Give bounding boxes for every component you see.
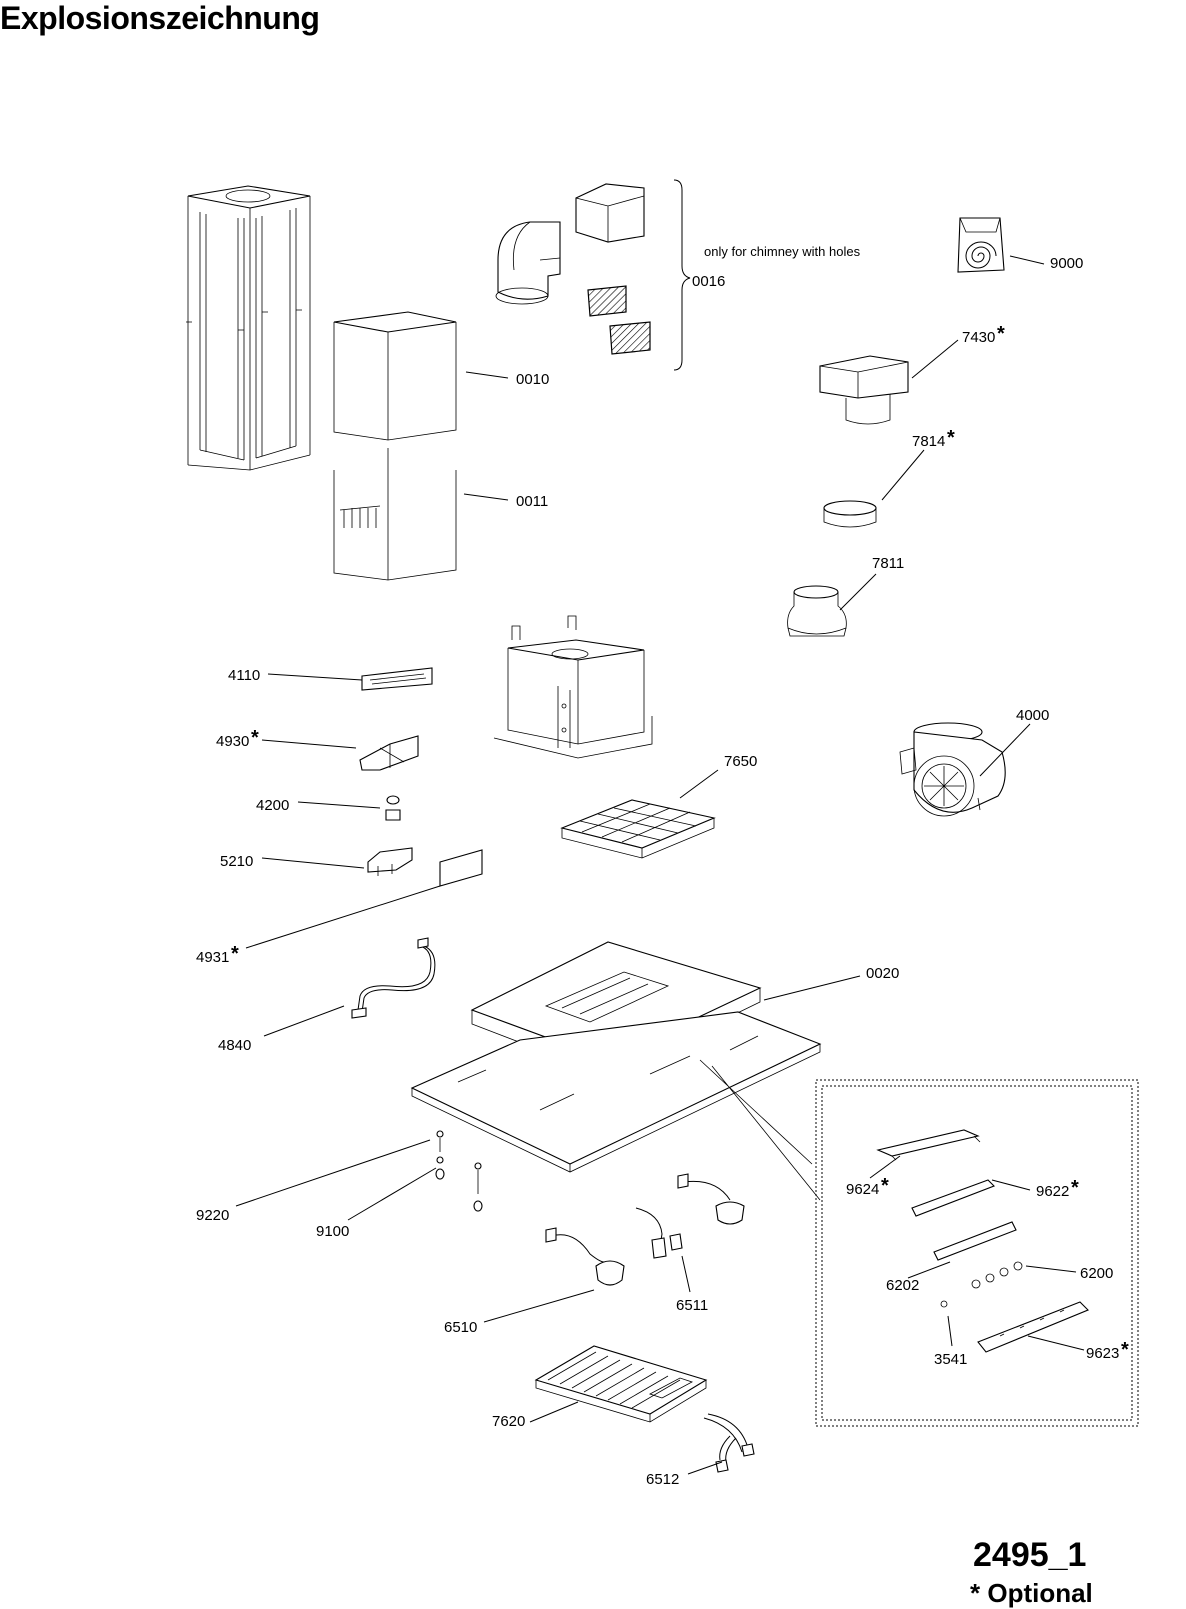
part-label-9100: 9100 bbox=[316, 1223, 349, 1240]
drawing-number: 2495_1 bbox=[973, 1536, 1087, 1574]
motor-housing-drawing bbox=[493, 615, 653, 759]
part-label-7620: 7620 bbox=[492, 1413, 525, 1430]
lamps-drawing bbox=[545, 1173, 745, 1286]
wire-harness-drawing bbox=[351, 937, 436, 1019]
part-label-4931: 4931 bbox=[196, 949, 229, 966]
part-label-0020: 0020 bbox=[866, 965, 899, 982]
part-label-3541: 3541 bbox=[934, 1351, 967, 1368]
part-label-9624: 9624 bbox=[846, 1181, 879, 1198]
part-label-7811: 7811 bbox=[872, 555, 904, 572]
leader-lines bbox=[235, 255, 1085, 1475]
optional-legend: * Optional bbox=[970, 1578, 1093, 1608]
flange-7811-drawing bbox=[787, 585, 847, 637]
optional-marker-9624: * bbox=[881, 1175, 889, 1197]
part-label-0016: 0016 bbox=[692, 273, 725, 290]
chimney-note: only for chimney with holes bbox=[704, 244, 861, 259]
part-label-4930: 4930 bbox=[216, 733, 249, 750]
part-label-7814: 7814 bbox=[912, 433, 945, 450]
part-label-7430: 7430 bbox=[962, 329, 995, 346]
optional-marker-4930: * bbox=[251, 727, 259, 749]
part-label-6202: 6202 bbox=[886, 1277, 919, 1294]
part-label-9623: 9623 bbox=[1086, 1345, 1119, 1362]
part-label-5210: 5210 bbox=[220, 853, 253, 870]
filter-7650-drawing bbox=[560, 799, 716, 859]
part-label-9220: 9220 bbox=[196, 1207, 229, 1224]
screws-drawing bbox=[435, 1130, 483, 1212]
ring-7814-drawing bbox=[823, 500, 877, 528]
part-label-7650: 7650 bbox=[724, 753, 757, 770]
detail-inset-drawing bbox=[815, 1079, 1139, 1427]
chimney-cover-drawing bbox=[333, 311, 457, 581]
small-parts-drawing bbox=[359, 667, 483, 887]
part-label-9000: 9000 bbox=[1050, 255, 1083, 272]
part-label-6511: 6511 bbox=[676, 1297, 708, 1314]
optional-marker-7814: * bbox=[947, 427, 955, 449]
part-label-4110: 4110 bbox=[228, 667, 260, 684]
optional-marker-9623: * bbox=[1121, 1339, 1129, 1361]
spring-9000-drawing bbox=[957, 217, 1005, 273]
optional-marker-9622: * bbox=[1071, 1177, 1079, 1199]
part-label-6512: 6512 bbox=[646, 1471, 679, 1488]
part-label-4000: 4000 bbox=[1016, 707, 1049, 724]
part-label-4200: 4200 bbox=[256, 797, 289, 814]
hood-body-drawing bbox=[410, 941, 822, 1201]
part-label-0010: 0010 bbox=[516, 371, 549, 388]
part-labels: 001690007430*00107814*001178114110400049… bbox=[196, 255, 1129, 1488]
page-title: Explosionszeichnung bbox=[0, 0, 320, 36]
optional-marker-4931: * bbox=[231, 943, 239, 965]
optional-marker-7430: * bbox=[997, 323, 1005, 345]
part-label-6510: 6510 bbox=[444, 1319, 477, 1336]
part-label-6200: 6200 bbox=[1080, 1265, 1113, 1282]
part-label-9622: 9622 bbox=[1036, 1183, 1069, 1200]
filter-7620-drawing bbox=[534, 1345, 708, 1423]
reducer-7430-drawing bbox=[819, 355, 909, 425]
cable-6512-drawing bbox=[703, 1413, 755, 1473]
blower-4000-drawing bbox=[899, 722, 1006, 817]
part-label-0011: 0011 bbox=[516, 493, 548, 510]
part-label-4840: 4840 bbox=[218, 1037, 251, 1054]
duct-parts-drawing bbox=[495, 179, 691, 371]
chimney-frame-drawing bbox=[186, 185, 311, 471]
